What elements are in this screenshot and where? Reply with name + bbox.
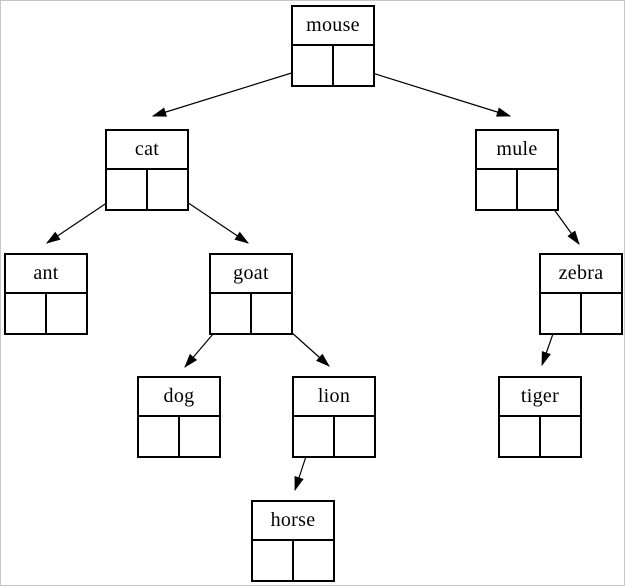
tree-node-horse: horse (251, 500, 335, 582)
right-pointer-cell (47, 294, 86, 333)
right-pointer-cell (148, 170, 187, 209)
node-label: mouse (293, 7, 373, 46)
tree-node-tiger: tiger (498, 376, 582, 458)
tree-node-dog: dog (137, 376, 221, 458)
left-pointer-cell (107, 170, 148, 209)
left-pointer-cell (211, 294, 252, 333)
right-pointer-cell (518, 170, 557, 209)
left-pointer-cell (541, 294, 582, 333)
right-pointer-cell (252, 294, 291, 333)
tree-node-cat: cat (105, 129, 189, 211)
node-label: mule (477, 131, 557, 170)
node-label: zebra (541, 255, 621, 294)
right-pointer-cell (582, 294, 621, 333)
node-label: goat (211, 255, 291, 294)
node-label: cat (107, 131, 187, 170)
left-pointer-cell (139, 417, 180, 456)
left-pointer-cell (253, 541, 294, 580)
right-pointer-cell (334, 46, 373, 85)
right-pointer-cell (541, 417, 580, 456)
tree-node-lion: lion (292, 376, 376, 458)
tree-node-zebra: zebra (539, 253, 623, 335)
left-pointer-cell (6, 294, 47, 333)
edge-mouse-cat (151, 66, 312, 117)
tree-node-mouse: mouse (291, 5, 375, 87)
left-pointer-cell (294, 417, 335, 456)
left-pointer-cell (477, 170, 518, 209)
left-pointer-cell (293, 46, 334, 85)
node-label: lion (294, 378, 374, 417)
tree-node-mule: mule (475, 129, 559, 211)
tree-node-ant: ant (4, 253, 88, 335)
right-pointer-cell (180, 417, 219, 456)
node-label: tiger (500, 378, 580, 417)
node-label: ant (6, 255, 86, 294)
node-label: dog (139, 378, 219, 417)
tree-node-goat: goat (209, 253, 293, 335)
node-label: horse (253, 502, 333, 541)
edge-mouse-mule (352, 66, 512, 117)
right-pointer-cell (335, 417, 374, 456)
left-pointer-cell (500, 417, 541, 456)
right-pointer-cell (294, 541, 333, 580)
